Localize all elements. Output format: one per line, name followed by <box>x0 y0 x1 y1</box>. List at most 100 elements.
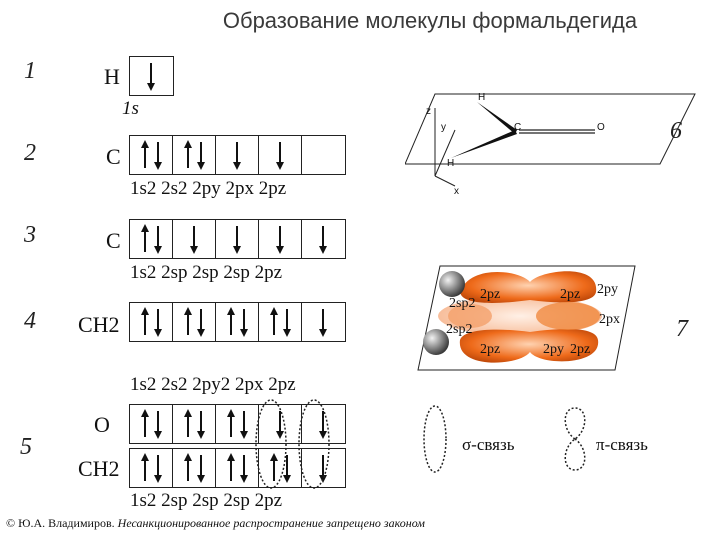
orbital-cell <box>302 405 345 443</box>
pi-bond-label: π-связь <box>596 435 648 454</box>
pi-bond-shape-icon <box>564 407 586 471</box>
axis-y-label: y <box>441 122 446 133</box>
spin-up-arrow-icon <box>270 307 278 335</box>
orbital-cell <box>259 220 302 258</box>
spin-down-arrow-icon <box>154 309 162 337</box>
orbital-cell <box>130 449 173 487</box>
step-number-2: 2 <box>24 140 36 166</box>
orbital-cell <box>216 220 259 258</box>
spin-down-arrow-icon <box>319 411 327 439</box>
spin-up-arrow-icon <box>184 140 192 168</box>
orbital-cells-o <box>129 404 346 444</box>
spin-down-arrow-icon <box>147 63 155 91</box>
orbital-label-2pz-bottom-right: 2pz <box>570 342 591 357</box>
spin-down-arrow-icon <box>276 226 284 254</box>
step-number-6: 6 <box>670 118 682 144</box>
spin-down-arrow-icon <box>197 455 205 483</box>
spin-up-arrow-icon <box>270 453 278 481</box>
orbital-cell <box>173 220 216 258</box>
axis-z-label: z <box>426 106 431 117</box>
footer-copyright: © Ю.А. Владимиров. Несанкционированное р… <box>6 516 425 531</box>
orbital-label-2py-bottom: 2py <box>543 342 564 357</box>
orbital-cell <box>130 136 173 174</box>
atom-h-bottom: H <box>447 158 455 169</box>
spin-down-arrow-icon <box>154 411 162 439</box>
config-row2: 1s2 2s2 2py 2px 2pz <box>130 178 287 199</box>
step-number-4: 4 <box>24 308 36 334</box>
orbital-label-2pz-bottom-left: 2pz <box>480 342 501 357</box>
orbital-label-2pz-top-right: 2pz <box>560 287 581 302</box>
orbital-label-2py-top: 2py <box>597 282 618 297</box>
bond-pairing-ovals <box>255 399 330 489</box>
orbital-cell <box>302 136 345 174</box>
orbital-cell <box>173 405 216 443</box>
orbital-cell <box>130 303 173 341</box>
orbital-label-2sp2-bottom: 2sp2 <box>446 322 473 337</box>
orbital-cell <box>130 220 173 258</box>
orbital-cell <box>302 303 345 341</box>
orbital-cell <box>259 449 302 487</box>
atom-c: C <box>514 122 522 133</box>
sigma-bond-label: σ-связь <box>462 435 515 454</box>
spin-up-arrow-icon <box>227 409 235 437</box>
orbital-cell <box>302 449 345 487</box>
spin-down-arrow-icon <box>283 455 291 483</box>
spin-up-arrow-icon <box>141 140 149 168</box>
orbital-cell <box>259 303 302 341</box>
orbital-cell <box>216 449 259 487</box>
orbital-cell <box>173 303 216 341</box>
spin-down-arrow-icon <box>233 226 241 254</box>
spin-down-arrow-icon <box>240 411 248 439</box>
orbital-cell <box>130 57 173 95</box>
orbital-cell <box>216 303 259 341</box>
spin-down-arrow-icon <box>197 309 205 337</box>
element-h: H <box>104 64 120 89</box>
spin-down-arrow-icon <box>319 226 327 254</box>
spin-down-arrow-icon <box>154 226 162 254</box>
orbital-cells-ch2 <box>129 302 346 342</box>
spin-up-arrow-icon <box>184 409 192 437</box>
step-number-1: 1 <box>24 58 36 84</box>
element-c: C <box>106 144 121 169</box>
element-o: O <box>94 412 110 437</box>
orbital-cell <box>216 405 259 443</box>
spin-up-arrow-icon <box>227 453 235 481</box>
orbital-cell <box>216 136 259 174</box>
spin-up-arrow-icon <box>141 224 149 252</box>
footer-author: © Ю.А. Владимиров. <box>6 516 115 530</box>
formaldehyde-geometry <box>405 93 696 187</box>
spin-down-arrow-icon <box>197 142 205 170</box>
orbital-cells-c-hybrid <box>129 219 346 259</box>
spin-up-arrow-icon <box>184 453 192 481</box>
config-row1: 1s <box>122 98 139 119</box>
spin-up-arrow-icon <box>227 307 235 335</box>
orbital-label-2px: 2px <box>599 312 620 327</box>
spin-down-arrow-icon <box>283 309 291 337</box>
spin-down-arrow-icon <box>197 411 205 439</box>
atom-h-top: H <box>478 92 486 103</box>
page-title: Образование молекулы формальдегида <box>222 8 638 33</box>
config-row4: 1s2 2s2 2py2 2px 2pz <box>130 374 296 395</box>
spin-down-arrow-icon <box>233 142 241 170</box>
orbital-cell <box>302 220 345 258</box>
spin-down-arrow-icon <box>240 455 248 483</box>
orbital-cell <box>173 136 216 174</box>
spin-up-arrow-icon <box>184 307 192 335</box>
spin-down-arrow-icon <box>276 142 284 170</box>
spin-down-arrow-icon <box>154 455 162 483</box>
spin-up-arrow-icon <box>141 409 149 437</box>
orbital-cell <box>259 405 302 443</box>
element-ch2-bond: CH2 <box>78 456 120 481</box>
spin-up-arrow-icon <box>141 307 149 335</box>
orbital-cell <box>173 449 216 487</box>
orbital-cells-ch2-bond <box>129 448 346 488</box>
spin-down-arrow-icon <box>154 142 162 170</box>
step-number-5: 5 <box>20 434 32 460</box>
step-number-3: 3 <box>24 222 36 248</box>
spin-down-arrow-icon <box>319 309 327 337</box>
orbital-cells-c <box>129 135 346 175</box>
spin-down-arrow-icon <box>240 309 248 337</box>
sigma-bond-shape-icon <box>423 405 447 473</box>
orbital-cell <box>259 136 302 174</box>
orbital-label-2sp2-top: 2sp2 <box>449 296 476 311</box>
